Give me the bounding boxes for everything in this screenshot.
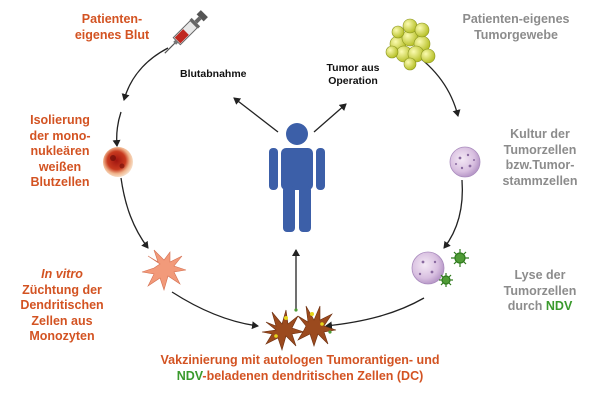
label-lysis-line1: Lyse der xyxy=(514,268,566,282)
tumor-tissue-icon xyxy=(385,18,436,71)
label-patient-blood: Patienten- eigenes Blut xyxy=(74,12,150,42)
syringe-icon xyxy=(164,10,208,54)
label-tumor-culture: Kultur der Tumorzellen bzw.Tumor- stammz… xyxy=(502,127,578,188)
person-icon xyxy=(269,123,325,232)
arc-leukocyte-to-dc xyxy=(120,177,149,249)
arc-lysis-to-loaded-dc xyxy=(325,297,425,330)
label-vaccination-line2: NDV-beladenen dendritischen Zellen (DC) xyxy=(120,369,480,385)
label-vaccination-ndv: NDV xyxy=(176,368,203,383)
label-lysis-prefix: durch xyxy=(507,299,546,313)
label-lysis-line2: Tumorzellen xyxy=(503,283,577,298)
label-invitro-italic: In vitro xyxy=(41,267,83,281)
arc-blood-to-isolation xyxy=(121,47,169,101)
label-vaccination: Vakzinierung mit autologen Tumorantigen-… xyxy=(120,353,480,384)
label-tumor-tissue: Patienten-eigenes Tumorgewebe xyxy=(462,12,570,42)
label-lysis-ndv: NDV xyxy=(545,299,573,313)
label-vaccination-line1: Vakzinierung mit autologen Tumorantigen-… xyxy=(160,353,440,367)
label-vaccination-rest: -beladenen dendritischen Zellen (DC) xyxy=(202,368,424,383)
label-invitro-culture: In vitro Züchtung der Dendritischen Zell… xyxy=(2,267,122,345)
person-arrows xyxy=(233,97,347,310)
ndv-virus-icon xyxy=(439,249,469,287)
label-blood-draw: Blutabnahme xyxy=(180,68,247,80)
label-tumor-operation: Tumor aus Operation xyxy=(326,62,380,87)
label-isolation: Isolierung der mono- nukleären weißen Bl… xyxy=(29,113,91,189)
lysed-cell-icon xyxy=(411,251,445,285)
dendritic-cell-icon xyxy=(141,249,187,292)
arc-isolation-to-leukocyte xyxy=(112,111,122,147)
loaded-dendritic-cells-icon xyxy=(261,305,337,352)
tumor-cell-icon xyxy=(449,146,481,178)
arc-dc-to-loaded-dc xyxy=(171,291,259,330)
leukocyte-icon xyxy=(103,147,133,177)
label-invitro-rest: Züchtung der Dendritischen Zellen aus Mo… xyxy=(20,282,104,344)
label-lysis: Lyse der Tumorzellen durch NDV xyxy=(490,268,590,315)
label-lysis-line3: durch NDV xyxy=(490,299,590,315)
arc-culture-to-lysis xyxy=(443,179,464,249)
